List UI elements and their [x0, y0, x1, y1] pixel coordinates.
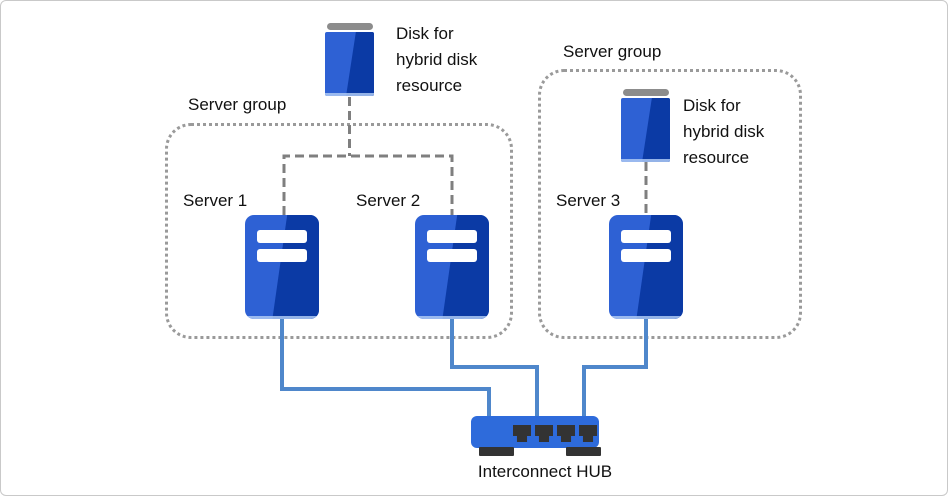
server-icon — [415, 215, 489, 319]
hub-port-icon — [579, 425, 597, 442]
server-icon — [245, 215, 319, 319]
disk-cap — [326, 23, 373, 30]
server-slot — [621, 249, 671, 262]
server3-network-line — [582, 318, 648, 417]
disk2-label: Disk for hybrid disk resource — [683, 96, 765, 167]
disk-shade — [642, 98, 670, 162]
server1-network-line — [280, 318, 491, 417]
server-group-box-1 — [165, 123, 513, 339]
disk1-branch-line — [282, 154, 454, 215]
hub-label: Interconnect HUB — [477, 462, 613, 481]
server3-label: Server 3 — [556, 191, 621, 210]
hub-port-icon — [535, 425, 553, 442]
server-icon — [609, 215, 683, 319]
server-slot — [257, 249, 307, 262]
disk-body — [325, 32, 374, 96]
disk-icon — [325, 23, 374, 96]
server2-label: Server 2 — [356, 191, 421, 210]
hub-foot — [479, 447, 514, 456]
disk1-label: Disk for hybrid disk resource — [396, 24, 478, 95]
server-group-label-2: Server group — [563, 42, 662, 61]
disk-body — [621, 98, 670, 162]
server-slot — [621, 230, 671, 243]
hub-port-icon — [513, 425, 531, 442]
disk-cap — [622, 89, 669, 96]
hub-icon — [471, 416, 601, 456]
server-group-label-1: Server group — [188, 95, 287, 114]
server-slot — [427, 249, 477, 262]
hub-port-icon — [557, 425, 575, 442]
disk-icon — [621, 89, 670, 162]
server-group-box-2 — [538, 69, 802, 339]
disk-shade — [346, 32, 374, 96]
server-slot — [427, 230, 477, 243]
server-slot — [257, 230, 307, 243]
server2-network-line — [450, 318, 539, 417]
hub-foot — [566, 447, 601, 456]
server1-label: Server 1 — [183, 191, 248, 210]
